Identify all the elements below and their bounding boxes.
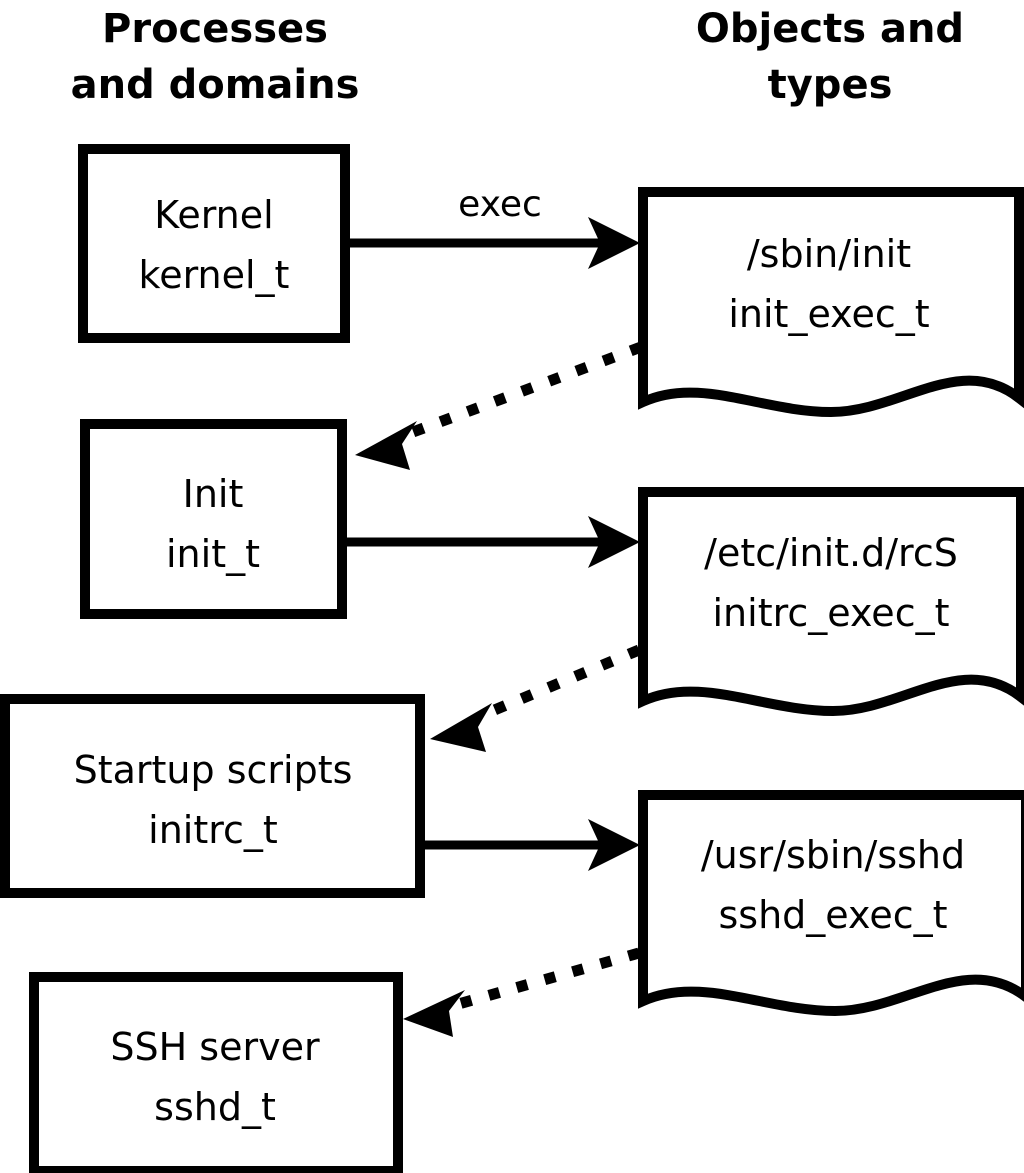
node-initrc-exec-object[interactable]: /etc/init.d/rcS initrc_exec_t bbox=[638, 487, 1024, 717]
column-title-processes-line2: and domains bbox=[71, 62, 360, 108]
node-init-line1: Init bbox=[183, 472, 244, 516]
edge-initrc-exec-transition-initrc bbox=[430, 644, 642, 752]
edge-init-transition-line bbox=[403, 341, 643, 441]
node-kernel-box[interactable] bbox=[78, 144, 350, 343]
node-initrc-exec-line1: /etc/init.d/rcS bbox=[704, 531, 958, 575]
edge-init-transition-arrowhead bbox=[355, 421, 417, 470]
edge-initrc-transition-line bbox=[477, 644, 642, 722]
node-kernel-domain[interactable]: Kernel kernel_t bbox=[78, 144, 350, 343]
node-kernel-line2: kernel_t bbox=[139, 253, 290, 297]
edge-init-exec-transition-init bbox=[355, 341, 643, 470]
column-title-objects-and-types: Objects and types bbox=[696, 6, 964, 108]
node-init-exec-document-shape[interactable] bbox=[638, 187, 1024, 418]
column-title-objects-line1: Objects and bbox=[696, 6, 964, 52]
edge-sshd-transition-line bbox=[453, 947, 641, 1011]
column-title-objects-line2: types bbox=[768, 62, 893, 108]
node-sshd-exec-line1: /usr/sbin/sshd bbox=[701, 833, 965, 877]
node-init-domain[interactable]: Init init_t bbox=[80, 419, 347, 619]
edge-sshd-exec-transition-sshd bbox=[403, 947, 641, 1037]
node-init-exec-line2: init_exec_t bbox=[728, 292, 929, 336]
node-sshd-exec-line2: sshd_exec_t bbox=[718, 893, 947, 937]
node-sshd-domain[interactable]: SSH server sshd_t bbox=[29, 972, 403, 1173]
node-sshd-box[interactable] bbox=[29, 972, 403, 1173]
edge-kernel-exec-arrowhead bbox=[588, 217, 640, 269]
column-title-processes-line1: Processes bbox=[102, 6, 328, 52]
node-initrc-line1: Startup scripts bbox=[74, 748, 353, 792]
edge-initrc-exec-sshd-exec bbox=[425, 819, 640, 871]
node-init-exec-object[interactable]: /sbin/init init_exec_t bbox=[638, 187, 1024, 418]
node-init-exec-line1: /sbin/init bbox=[747, 232, 911, 276]
node-initrc-exec-document-shape[interactable] bbox=[638, 487, 1024, 717]
column-title-processes-and-domains: Processes and domains bbox=[71, 6, 360, 108]
edge-sshd-transition-arrowhead bbox=[403, 990, 465, 1037]
node-initrc-domain[interactable]: Startup scripts initrc_t bbox=[0, 694, 425, 898]
node-kernel-line1: Kernel bbox=[154, 193, 273, 237]
edge-label-exec: exec bbox=[458, 184, 542, 225]
node-sshd-exec-object[interactable]: /usr/sbin/sshd sshd_exec_t bbox=[638, 790, 1024, 1017]
edge-initrc-exec-arrowhead bbox=[588, 819, 640, 871]
edge-kernel-exec-init-exec: exec bbox=[350, 184, 640, 269]
node-sshd-line1: SSH server bbox=[110, 1025, 320, 1069]
edge-init-exec-arrowhead bbox=[588, 516, 640, 568]
node-sshd-line2: sshd_t bbox=[154, 1085, 276, 1129]
edge-initrc-transition-arrowhead bbox=[430, 703, 492, 752]
node-initrc-line2: initrc_t bbox=[148, 808, 278, 852]
node-init-box[interactable] bbox=[80, 419, 347, 619]
node-initrc-box[interactable] bbox=[0, 694, 425, 898]
node-sshd-exec-document-shape[interactable] bbox=[638, 790, 1024, 1017]
node-initrc-exec-line2: initrc_exec_t bbox=[713, 591, 950, 635]
node-init-line2: init_t bbox=[166, 532, 260, 576]
edge-init-exec-initrc-exec bbox=[347, 516, 640, 568]
